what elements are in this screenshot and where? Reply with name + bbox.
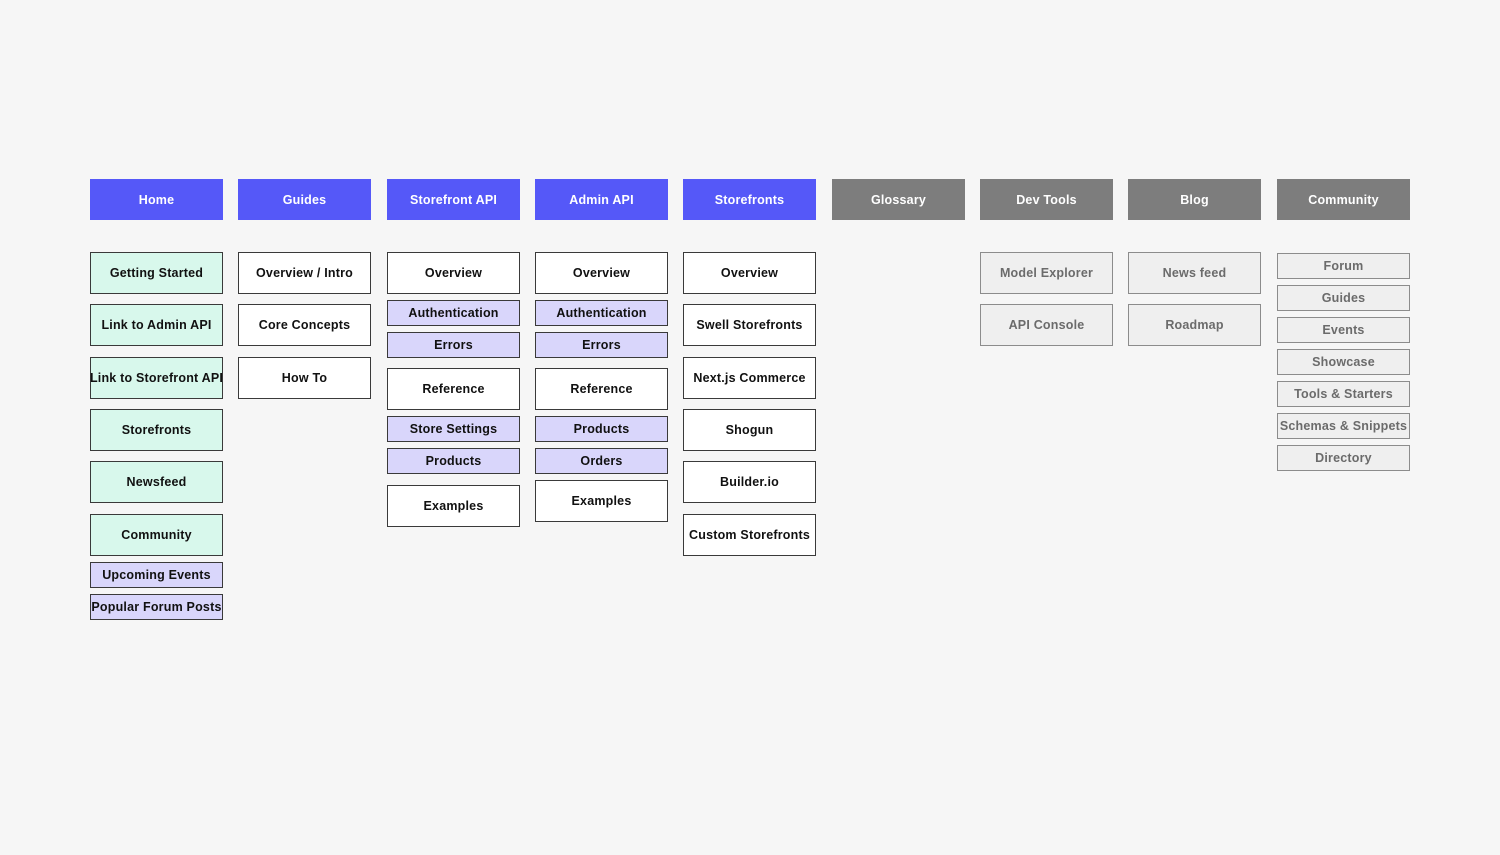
admin-api-item-reference: Reference xyxy=(535,368,668,410)
header-home: Home xyxy=(90,179,223,220)
storefront-api-item-reference: Reference xyxy=(387,368,520,410)
home-item-link-admin-api: Link to Admin API xyxy=(90,304,223,346)
header-storefronts: Storefronts xyxy=(683,179,816,220)
community-item-events: Events xyxy=(1277,317,1410,343)
home-item-popular-forum-posts: Popular Forum Posts xyxy=(90,594,223,620)
header-storefront-api: Storefront API xyxy=(387,179,520,220)
community-item-guides: Guides xyxy=(1277,285,1410,311)
header-community: Community xyxy=(1277,179,1410,220)
header-guides: Guides xyxy=(238,179,371,220)
storefront-api-item-errors: Errors xyxy=(387,332,520,358)
storefronts-item-swell: Swell Storefronts xyxy=(683,304,816,346)
guides-item-how-to: How To xyxy=(238,357,371,399)
storefronts-item-overview: Overview xyxy=(683,252,816,294)
storefronts-item-builder-io: Builder.io xyxy=(683,461,816,503)
admin-api-item-examples: Examples xyxy=(535,480,668,522)
storefront-api-item-overview: Overview xyxy=(387,252,520,294)
admin-api-item-errors: Errors xyxy=(535,332,668,358)
community-item-schemas-snippets: Schemas & Snippets xyxy=(1277,413,1410,439)
header-blog: Blog xyxy=(1128,179,1261,220)
header-glossary: Glossary xyxy=(832,179,965,220)
admin-api-item-products: Products xyxy=(535,416,668,442)
guides-item-core-concepts: Core Concepts xyxy=(238,304,371,346)
storefront-api-item-store-settings: Store Settings xyxy=(387,416,520,442)
community-item-tools-starters: Tools & Starters xyxy=(1277,381,1410,407)
header-dev-tools: Dev Tools xyxy=(980,179,1113,220)
community-item-directory: Directory xyxy=(1277,445,1410,471)
storefronts-item-custom: Custom Storefronts xyxy=(683,514,816,556)
storefront-api-item-authentication: Authentication xyxy=(387,300,520,326)
admin-api-item-orders: Orders xyxy=(535,448,668,474)
guides-item-overview-intro: Overview / Intro xyxy=(238,252,371,294)
blog-item-news-feed: News feed xyxy=(1128,252,1261,294)
home-item-community: Community xyxy=(90,514,223,556)
home-item-getting-started: Getting Started xyxy=(90,252,223,294)
home-item-newsfeed: Newsfeed xyxy=(90,461,223,503)
storefront-api-item-products: Products xyxy=(387,448,520,474)
header-admin-api: Admin API xyxy=(535,179,668,220)
dev-tools-item-api-console: API Console xyxy=(980,304,1113,346)
blog-item-roadmap: Roadmap xyxy=(1128,304,1261,346)
admin-api-item-authentication: Authentication xyxy=(535,300,668,326)
community-item-forum: Forum xyxy=(1277,253,1410,279)
storefront-api-item-examples: Examples xyxy=(387,485,520,527)
storefronts-item-nextjs-commerce: Next.js Commerce xyxy=(683,357,816,399)
dev-tools-item-model-explorer: Model Explorer xyxy=(980,252,1113,294)
storefronts-item-shogun: Shogun xyxy=(683,409,816,451)
admin-api-item-overview: Overview xyxy=(535,252,668,294)
community-item-showcase: Showcase xyxy=(1277,349,1410,375)
home-item-upcoming-events: Upcoming Events xyxy=(90,562,223,588)
home-item-storefronts: Storefronts xyxy=(90,409,223,451)
home-item-link-storefront-api: Link to Storefront API xyxy=(90,357,223,399)
